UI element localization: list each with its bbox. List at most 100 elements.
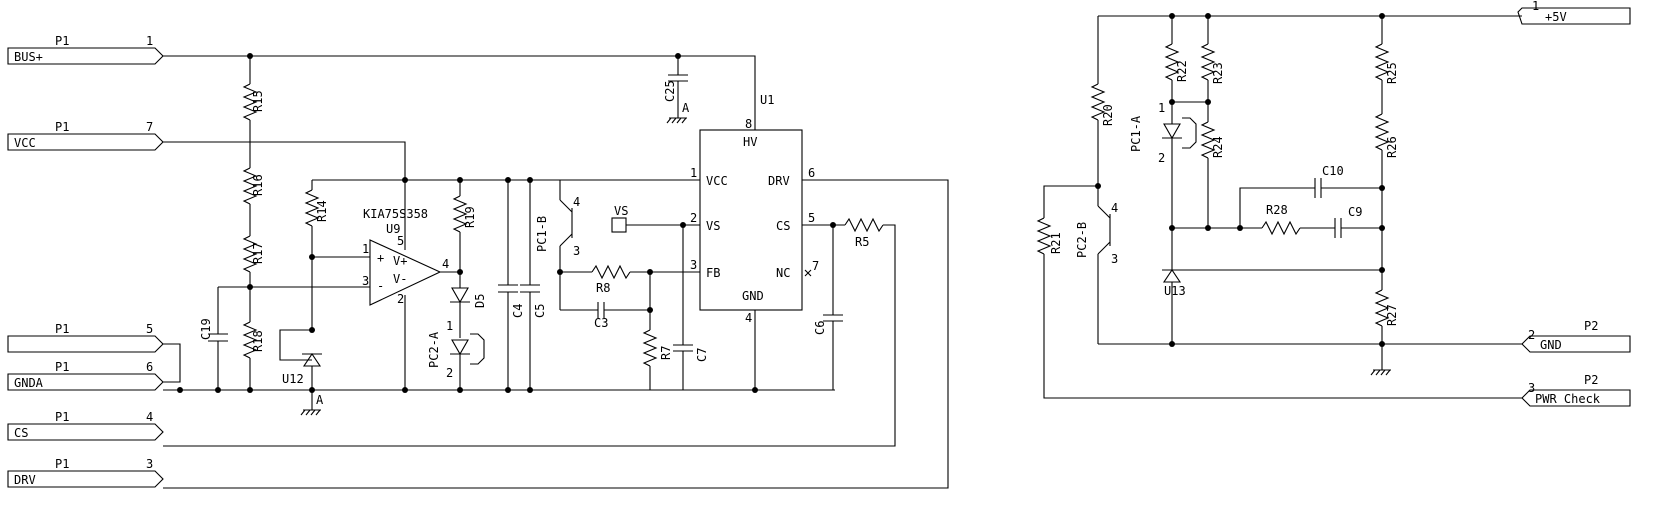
svg-text:R5: R5	[855, 235, 869, 249]
svg-text:2: 2	[1158, 151, 1165, 165]
svg-text:2: 2	[1528, 328, 1535, 342]
svg-text:P2: P2	[1584, 319, 1598, 333]
svg-text:U12: U12	[282, 372, 304, 386]
svg-text:PC2-A: PC2-A	[427, 331, 441, 368]
svg-text:C4: C4	[511, 304, 525, 318]
svg-text:1: 1	[446, 319, 453, 333]
port-drv: P1 3 DRV	[7, 457, 164, 488]
svg-text:A: A	[316, 393, 324, 407]
svg-text:5: 5	[397, 234, 404, 248]
svg-text:R17: R17	[251, 242, 265, 264]
svg-text:3: 3	[690, 258, 697, 272]
port-p1-5: P1 5	[7, 322, 164, 353]
svg-text:NC: NC	[776, 266, 790, 280]
port-gnda: P1 6 GNDA	[7, 360, 164, 391]
svg-text:PC1-A: PC1-A	[1129, 115, 1143, 152]
svg-text:KIA75S358: KIA75S358	[363, 207, 428, 221]
svg-text:R23: R23	[1211, 62, 1225, 84]
svg-text:P2: P2	[1584, 373, 1598, 387]
svg-text:R24: R24	[1211, 136, 1225, 158]
svg-text:V-: V-	[393, 272, 407, 286]
svg-text:3: 3	[573, 244, 580, 258]
svg-text:R16: R16	[251, 174, 265, 196]
svg-text:4: 4	[146, 410, 153, 424]
svg-text:C19: C19	[199, 318, 213, 340]
svg-text:C7: C7	[695, 348, 709, 362]
junction-dots-right	[1095, 13, 1385, 347]
svg-text:C9: C9	[1348, 205, 1362, 219]
svg-text:7: 7	[146, 120, 153, 134]
svg-text:R25: R25	[1385, 62, 1399, 84]
svg-text:R18: R18	[251, 330, 265, 352]
port-pwr-check: P2 3 PWR Check	[1521, 373, 1631, 407]
svg-text:2: 2	[397, 292, 404, 306]
opamp-u9: + - V+ V- 1 3 5 2 4 KIA75S358 U9	[362, 207, 449, 306]
svg-text:4: 4	[573, 195, 580, 209]
svg-text:U1: U1	[760, 93, 774, 107]
svg-text:6: 6	[808, 166, 815, 180]
component-labels-left: R15 R16 R17 R18 C19 R14 U12 R19 D5 PC2-A…	[199, 80, 869, 386]
port-cs: P1 4 CS	[7, 410, 164, 441]
port-plus5v: 1 +5V	[1517, 0, 1631, 25]
svg-text:C10: C10	[1322, 164, 1344, 178]
svg-text:R19: R19	[463, 206, 477, 228]
svg-text:P1: P1	[55, 360, 69, 374]
svg-text:5: 5	[808, 211, 815, 225]
component-labels-right: R20 R21 PC2-B R22 R23 R24 PC1-A R25 R26 …	[1049, 60, 1399, 326]
svg-text:VS: VS	[614, 204, 628, 218]
svg-text:3: 3	[362, 274, 369, 288]
svg-text:8: 8	[745, 117, 752, 131]
svg-text:R8: R8	[596, 281, 610, 295]
svg-text:1: 1	[1532, 0, 1539, 13]
svg-text:P1: P1	[55, 457, 69, 471]
svg-text:2: 2	[446, 366, 453, 380]
svg-text:A: A	[682, 101, 690, 115]
svg-text:P1: P1	[55, 120, 69, 134]
svg-text:CS: CS	[14, 426, 28, 440]
svg-text:U13: U13	[1164, 284, 1186, 298]
svg-text:FB: FB	[706, 266, 720, 280]
ground-symbol-right	[1370, 369, 1392, 376]
svg-text:5: 5	[146, 322, 153, 336]
svg-text:R7: R7	[659, 346, 673, 360]
svg-text:DRV: DRV	[14, 473, 36, 487]
svg-text:4: 4	[442, 257, 449, 271]
svg-text:3: 3	[1528, 381, 1535, 395]
svg-text:3: 3	[1111, 252, 1118, 266]
svg-text:HV: HV	[743, 135, 757, 149]
svg-text:R20: R20	[1101, 104, 1115, 126]
svg-text:V+: V+	[393, 254, 407, 268]
svg-text:1: 1	[690, 166, 697, 180]
svg-text:7: 7	[812, 259, 819, 273]
svg-text:R21: R21	[1049, 232, 1063, 254]
svg-text:+5V: +5V	[1545, 10, 1567, 24]
svg-text:VCC: VCC	[706, 174, 728, 188]
svg-text:GND: GND	[1540, 338, 1562, 352]
svg-text:6: 6	[146, 360, 153, 374]
svg-text:R28: R28	[1266, 203, 1288, 217]
svg-text:VS: VS	[706, 219, 720, 233]
svg-text:R15: R15	[251, 90, 265, 112]
svg-text:P1: P1	[55, 410, 69, 424]
svg-text:R14: R14	[315, 200, 329, 222]
svg-text:GNDA: GNDA	[14, 376, 44, 390]
port-bus-plus: P1 1 BUS+	[7, 34, 164, 65]
svg-text:P1: P1	[55, 34, 69, 48]
svg-text:PC2-B: PC2-B	[1075, 222, 1089, 258]
svg-text:R27: R27	[1385, 304, 1399, 326]
svg-text:CS: CS	[776, 219, 790, 233]
svg-text:R22: R22	[1175, 60, 1189, 82]
svg-text:-: -	[377, 279, 384, 293]
port-vcc: P1 7 VCC	[7, 120, 164, 151]
svg-text:PWR Check: PWR Check	[1535, 392, 1601, 406]
svg-text:C5: C5	[533, 304, 547, 318]
svg-text:D5: D5	[473, 294, 487, 308]
svg-text:1: 1	[362, 242, 369, 256]
svg-text:VCC: VCC	[14, 136, 36, 150]
svg-text:4: 4	[1111, 201, 1118, 215]
svg-text:C25: C25	[663, 80, 677, 102]
svg-text:C3: C3	[594, 316, 608, 330]
svg-text:DRV: DRV	[768, 174, 790, 188]
svg-text:BUS+: BUS+	[14, 50, 43, 64]
svg-text:4: 4	[745, 311, 752, 325]
